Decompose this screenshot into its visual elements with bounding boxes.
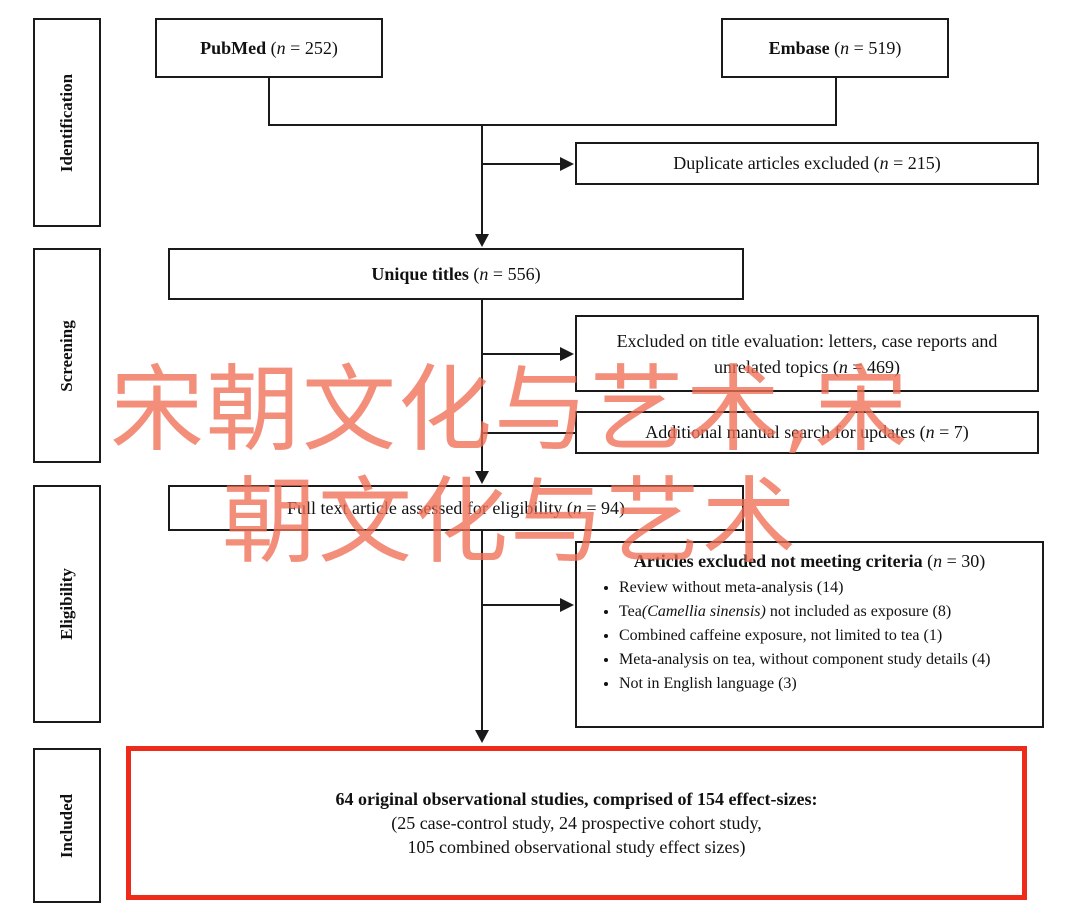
- connector-embase-down: [835, 77, 837, 125]
- branch-manual-search: [482, 432, 575, 434]
- embase-label: Embase: [768, 37, 830, 58]
- criteria-item-text: Review without meta-analysis (14): [619, 579, 844, 596]
- unique-n-var: n: [479, 263, 489, 284]
- criteria-item-text: Combined caffeine exposure, not limited …: [619, 627, 943, 644]
- title-exclusion-box: Excluded on title evaluation: letters, c…: [575, 315, 1039, 392]
- title-exclusion-line1: Excluded on title evaluation: letters, c…: [616, 330, 998, 351]
- criteria-item-text: not included as exposure (8): [765, 603, 952, 620]
- criteria-item-text: Not in English language (3): [619, 675, 797, 692]
- embase-box: Embase (n = 519): [721, 18, 949, 78]
- stage-identification: Identification: [33, 18, 101, 227]
- branch-title-exclusion: [482, 353, 562, 355]
- arrow-right-icon: [560, 347, 574, 361]
- excluded-criteria-n-open: (: [922, 551, 934, 571]
- excluded-criteria-box: Articles excluded not meeting criteria (…: [575, 541, 1044, 728]
- embase-n-var: n: [840, 37, 850, 58]
- manual-search-n-var: n: [925, 422, 935, 442]
- excluded-criteria-count: = 30): [942, 551, 986, 571]
- manual-search-count: = 7): [934, 422, 969, 442]
- excluded-criteria-heading: Articles excluded not meeting criteria: [633, 551, 923, 571]
- fulltext-count: = 94): [581, 497, 626, 518]
- main-flow-line: [481, 300, 483, 475]
- included-line2: (25 case-control study, 24 prospective c…: [391, 813, 762, 833]
- connector-merge: [268, 124, 837, 126]
- duplicates-box: Duplicate articles excluded (n = 215): [575, 142, 1039, 185]
- embase-count: = 519): [849, 37, 902, 58]
- criteria-item: Not in English language (3): [619, 672, 1042, 696]
- criteria-list: Review without meta-analysis (14) Tea(Ca…: [577, 576, 1042, 696]
- criteria-item-italic: (Camellia sinensis): [641, 603, 766, 620]
- criteria-item: Review without meta-analysis (14): [619, 576, 1042, 600]
- pubmed-box: PubMed (n = 252): [155, 18, 383, 78]
- branch-duplicates: [482, 163, 562, 165]
- criteria-item: Combined caffeine exposure, not limited …: [619, 624, 1042, 648]
- criteria-item-text: Meta-analysis on tea, without component …: [619, 651, 991, 668]
- pubmed-count: = 252): [285, 37, 338, 58]
- main-flow-line: [481, 125, 483, 237]
- stage-identification-label: Identification: [57, 73, 76, 172]
- arrow-right-icon: [560, 157, 574, 171]
- criteria-item: Tea(Camellia sinensis) not included as e…: [619, 600, 1042, 624]
- stage-included-label: Included: [57, 793, 76, 858]
- fulltext-n-var: n: [572, 497, 582, 518]
- branch-excluded-criteria: [482, 604, 562, 606]
- excluded-criteria-title: Articles excluded not meeting criteria (…: [577, 551, 1042, 572]
- connector-pubmed-down: [268, 77, 270, 125]
- duplicates-text: Duplicate articles excluded (: [673, 153, 880, 173]
- stage-eligibility: Eligibility: [33, 485, 101, 723]
- stage-included: Included: [33, 748, 101, 903]
- manual-search-box: Additional manual search for updates (n …: [575, 411, 1039, 454]
- included-line3: 105 combined observational study effect …: [407, 837, 746, 857]
- manual-search-text: Additional manual search for updates (: [645, 422, 926, 442]
- duplicates-n-var: n: [879, 153, 889, 173]
- included-box: 64 original observational studies, compr…: [126, 746, 1027, 900]
- main-flow-line: [481, 530, 483, 733]
- unique-count: = 556): [488, 263, 541, 284]
- unique-titles-box: Unique titles (n = 556): [168, 248, 744, 300]
- pubmed-n-var: n: [276, 37, 286, 58]
- arrow-right-icon: [560, 598, 574, 612]
- criteria-item: Meta-analysis on tea, without component …: [619, 648, 1042, 672]
- unique-titles-label: Unique titles: [371, 263, 469, 284]
- fulltext-text: Full text article assessed for eligibili…: [286, 497, 573, 518]
- title-exclusion-count: = 469): [847, 356, 901, 377]
- stage-screening: Screening: [33, 248, 101, 463]
- title-exclusion-n-var: n: [838, 356, 848, 377]
- criteria-item-text: Tea: [619, 603, 642, 620]
- fulltext-box: Full text article assessed for eligibili…: [168, 485, 744, 531]
- excluded-criteria-n-var: n: [933, 551, 943, 571]
- included-line1: 64 original observational studies, compr…: [335, 789, 818, 809]
- stage-screening-label: Screening: [57, 319, 76, 392]
- unique-n-open: (: [468, 263, 480, 284]
- pubmed-label: PubMed: [200, 37, 267, 58]
- title-exclusion-line2: unrelated topics (: [713, 356, 839, 377]
- pubmed-n-open: (: [270, 37, 277, 58]
- duplicates-count: = 215): [888, 153, 941, 173]
- embase-n-open: (: [834, 37, 841, 58]
- stage-eligibility-label: Eligibility: [57, 568, 76, 640]
